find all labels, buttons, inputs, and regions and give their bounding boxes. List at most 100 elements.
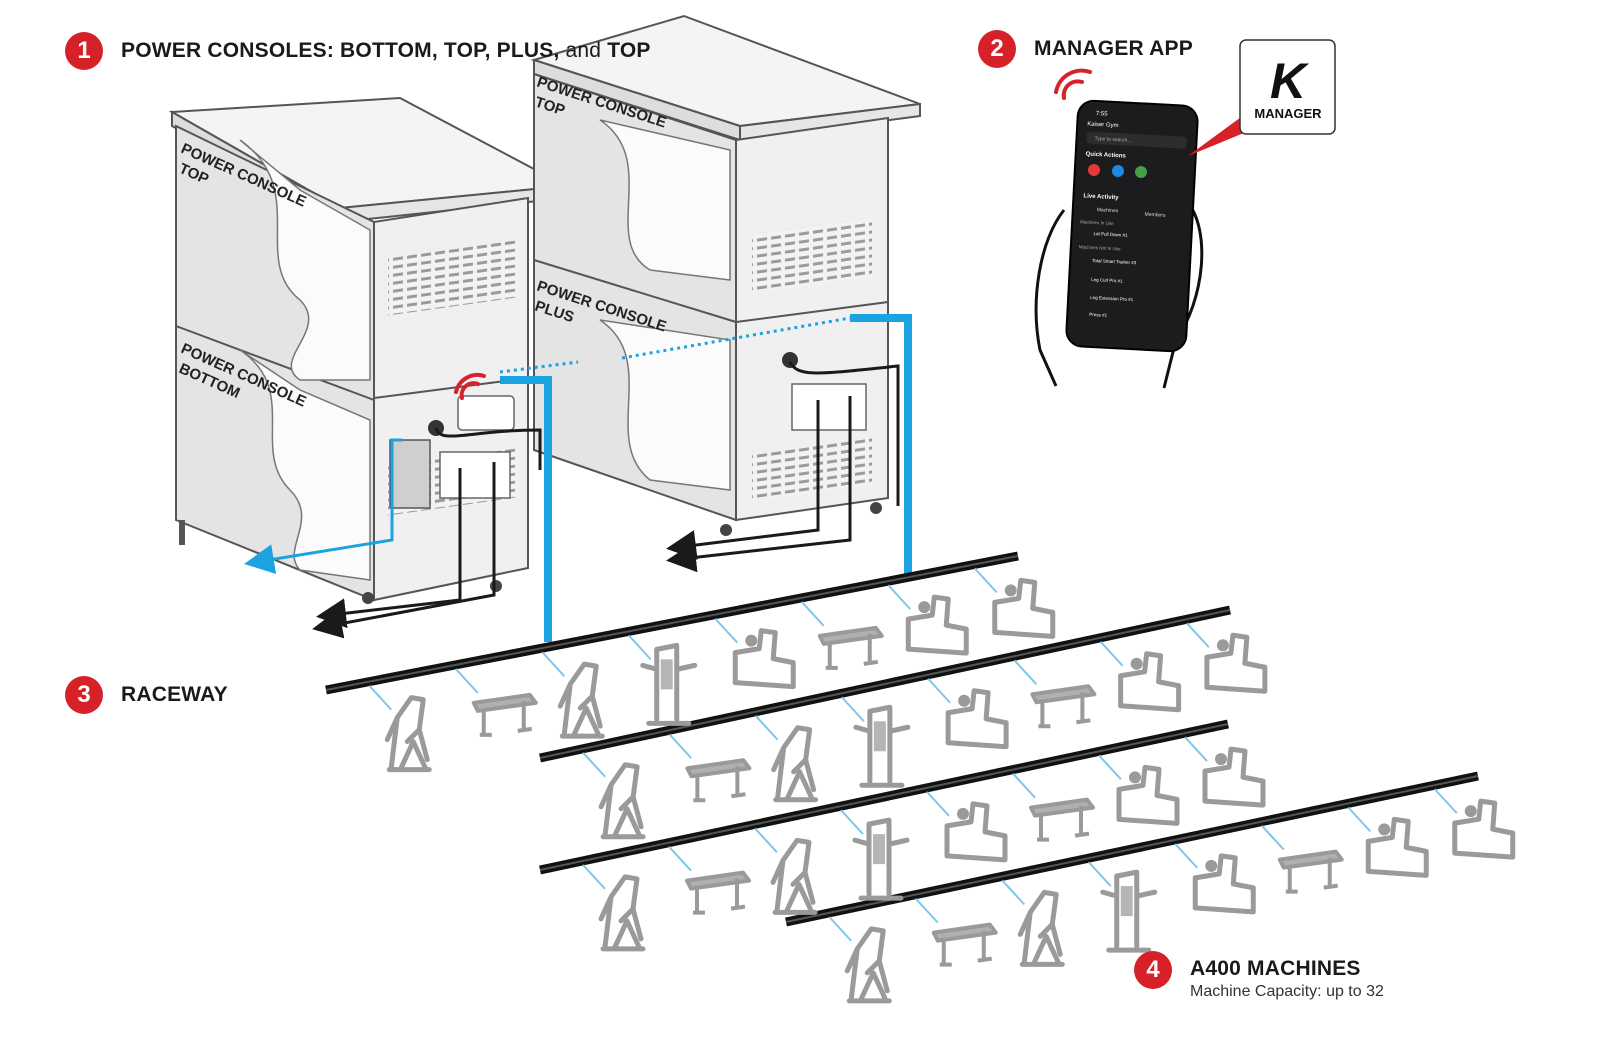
a400-machine — [1455, 801, 1513, 857]
wifi-signal-icon — [454, 68, 1092, 400]
raceway-highlight-3 — [539, 723, 1229, 871]
phone-row-3: Leg Curl Pro #1 — [1091, 277, 1123, 284]
callout-number-3: 3 — [65, 676, 103, 714]
a400-machine — [560, 664, 602, 736]
machine-cable — [368, 684, 392, 711]
callout-number-4: 4 — [1134, 951, 1172, 989]
machine-cable — [668, 733, 693, 759]
phone-machines-in-use: Machines In Use — [1080, 219, 1114, 226]
callout-number-2: 2 — [978, 30, 1016, 68]
a400-machine — [387, 698, 429, 770]
a400-machine — [1205, 749, 1263, 805]
callout-label-manager-app: MANAGER APP — [1034, 37, 1193, 60]
callout-label-power-consoles: POWER CONSOLES: BOTTOM, TOP, PLUS, and T… — [121, 39, 651, 62]
phone-time: 7:55 — [1096, 111, 1109, 118]
machine-cable — [1098, 754, 1122, 781]
callout-sublabel-capacity: Machine Capacity: up to 32 — [1190, 983, 1384, 1000]
a400-machine — [1030, 684, 1097, 729]
a400-machine — [601, 877, 643, 949]
machine-cable — [1001, 879, 1025, 906]
a400-machine — [1368, 819, 1426, 875]
callout-manager-app: 2 MANAGER APP — [978, 30, 1193, 68]
machine-cable — [582, 864, 606, 890]
a400-machine — [817, 625, 884, 670]
raceways — [325, 551, 1479, 927]
a400-machine — [471, 692, 538, 737]
machine-cable — [1174, 843, 1198, 869]
k-manager-logo: K MANAGER — [1188, 39, 1336, 156]
cables — [244, 314, 912, 642]
a400-machine — [1119, 767, 1177, 823]
a400-machine — [1020, 892, 1062, 964]
a400-machine — [947, 804, 1005, 860]
machine-cable — [801, 601, 825, 627]
a400-machine — [1121, 654, 1179, 710]
console-stack-left: POWER CONSOLE TOP POWER CONSOLE BOTTOM — [168, 96, 570, 604]
machine-cable — [1013, 659, 1038, 685]
machine-cable — [1099, 641, 1124, 667]
a400-machine — [1277, 849, 1344, 894]
a400-machine — [735, 631, 793, 687]
machine-cable — [668, 845, 692, 872]
console-stack-right: POWER CONSOLE TOP POWER CONSOLE PLUS — [530, 14, 921, 536]
machine-cable — [926, 791, 950, 817]
raceway-highlight-1 — [325, 555, 1019, 691]
a400-machine — [1207, 635, 1265, 691]
machine-cable — [1012, 772, 1036, 799]
callout-a400-machines: 4 A400 MACHINES Machine Capacity: up to … — [1134, 951, 1384, 1001]
callout-label-a400-machines: A400 MACHINES — [1190, 957, 1361, 980]
machine-cable — [840, 809, 864, 835]
machine-cable — [1434, 788, 1458, 814]
a400-machine — [855, 820, 907, 898]
machine-cable — [1186, 622, 1210, 648]
a400-machine — [643, 645, 695, 723]
a400-machine — [1103, 872, 1155, 950]
a400-machine — [931, 922, 998, 967]
a400-machine — [685, 870, 751, 915]
phone-user: Kaiser Gym — [1087, 122, 1119, 130]
machine-cable — [541, 651, 565, 677]
a400-machine — [908, 597, 966, 653]
machine-cable — [1261, 824, 1285, 851]
a400-machine — [601, 765, 643, 837]
machine-cable — [455, 668, 479, 694]
machine-cable — [628, 634, 652, 661]
callout-number-1: 1 — [65, 32, 103, 70]
a400-machine — [774, 728, 816, 800]
machine-cable — [582, 752, 606, 778]
machine-cable — [1088, 861, 1112, 887]
callout-power-consoles: 1 POWER CONSOLES: BOTTOM, TOP, PLUS, and… — [65, 32, 651, 70]
machine-cable — [974, 567, 998, 594]
power-module — [389, 439, 431, 509]
phone-row-1: Lat Pull Down #1 — [1093, 231, 1128, 238]
phone-in-hand: 7:55 Kaiser Gym Type to search... Quick … — [1034, 99, 1204, 389]
machine-cable — [714, 617, 738, 644]
a400-machines — [368, 567, 1513, 1001]
phone-row-5: Press #1 — [1089, 312, 1107, 318]
machine-cable — [1347, 806, 1371, 833]
phone-tab-machines: Machines — [1097, 207, 1119, 214]
machine-cable — [754, 827, 778, 854]
a400-machine — [685, 758, 752, 803]
a400-machine — [1029, 797, 1095, 842]
callout-label-raceway: RACEWAY — [121, 683, 228, 706]
machine-cable — [841, 696, 865, 722]
logo-word: MANAGER — [1254, 106, 1322, 121]
phone-quick-actions: Quick Actions — [1086, 151, 1127, 159]
logo-letter: K — [1270, 53, 1310, 109]
machine-cable — [887, 584, 911, 610]
machine-cable — [754, 715, 779, 741]
machine-cable — [927, 678, 951, 704]
a400-machine — [773, 840, 815, 912]
a400-machine — [856, 707, 908, 785]
phone-live-activity: Live Activity — [1083, 193, 1119, 201]
a400-machine — [948, 691, 1006, 747]
phone-machines-not-in-use: Machines Not In Use — [1079, 244, 1121, 251]
phone-search: Type to search... — [1094, 136, 1131, 144]
a400-machine — [847, 929, 889, 1001]
a400-machine — [995, 580, 1053, 636]
machine-cable — [1184, 736, 1208, 762]
machine-cable — [915, 897, 939, 924]
phone-row-2: Total Smart Trainer #3 — [1092, 258, 1137, 265]
